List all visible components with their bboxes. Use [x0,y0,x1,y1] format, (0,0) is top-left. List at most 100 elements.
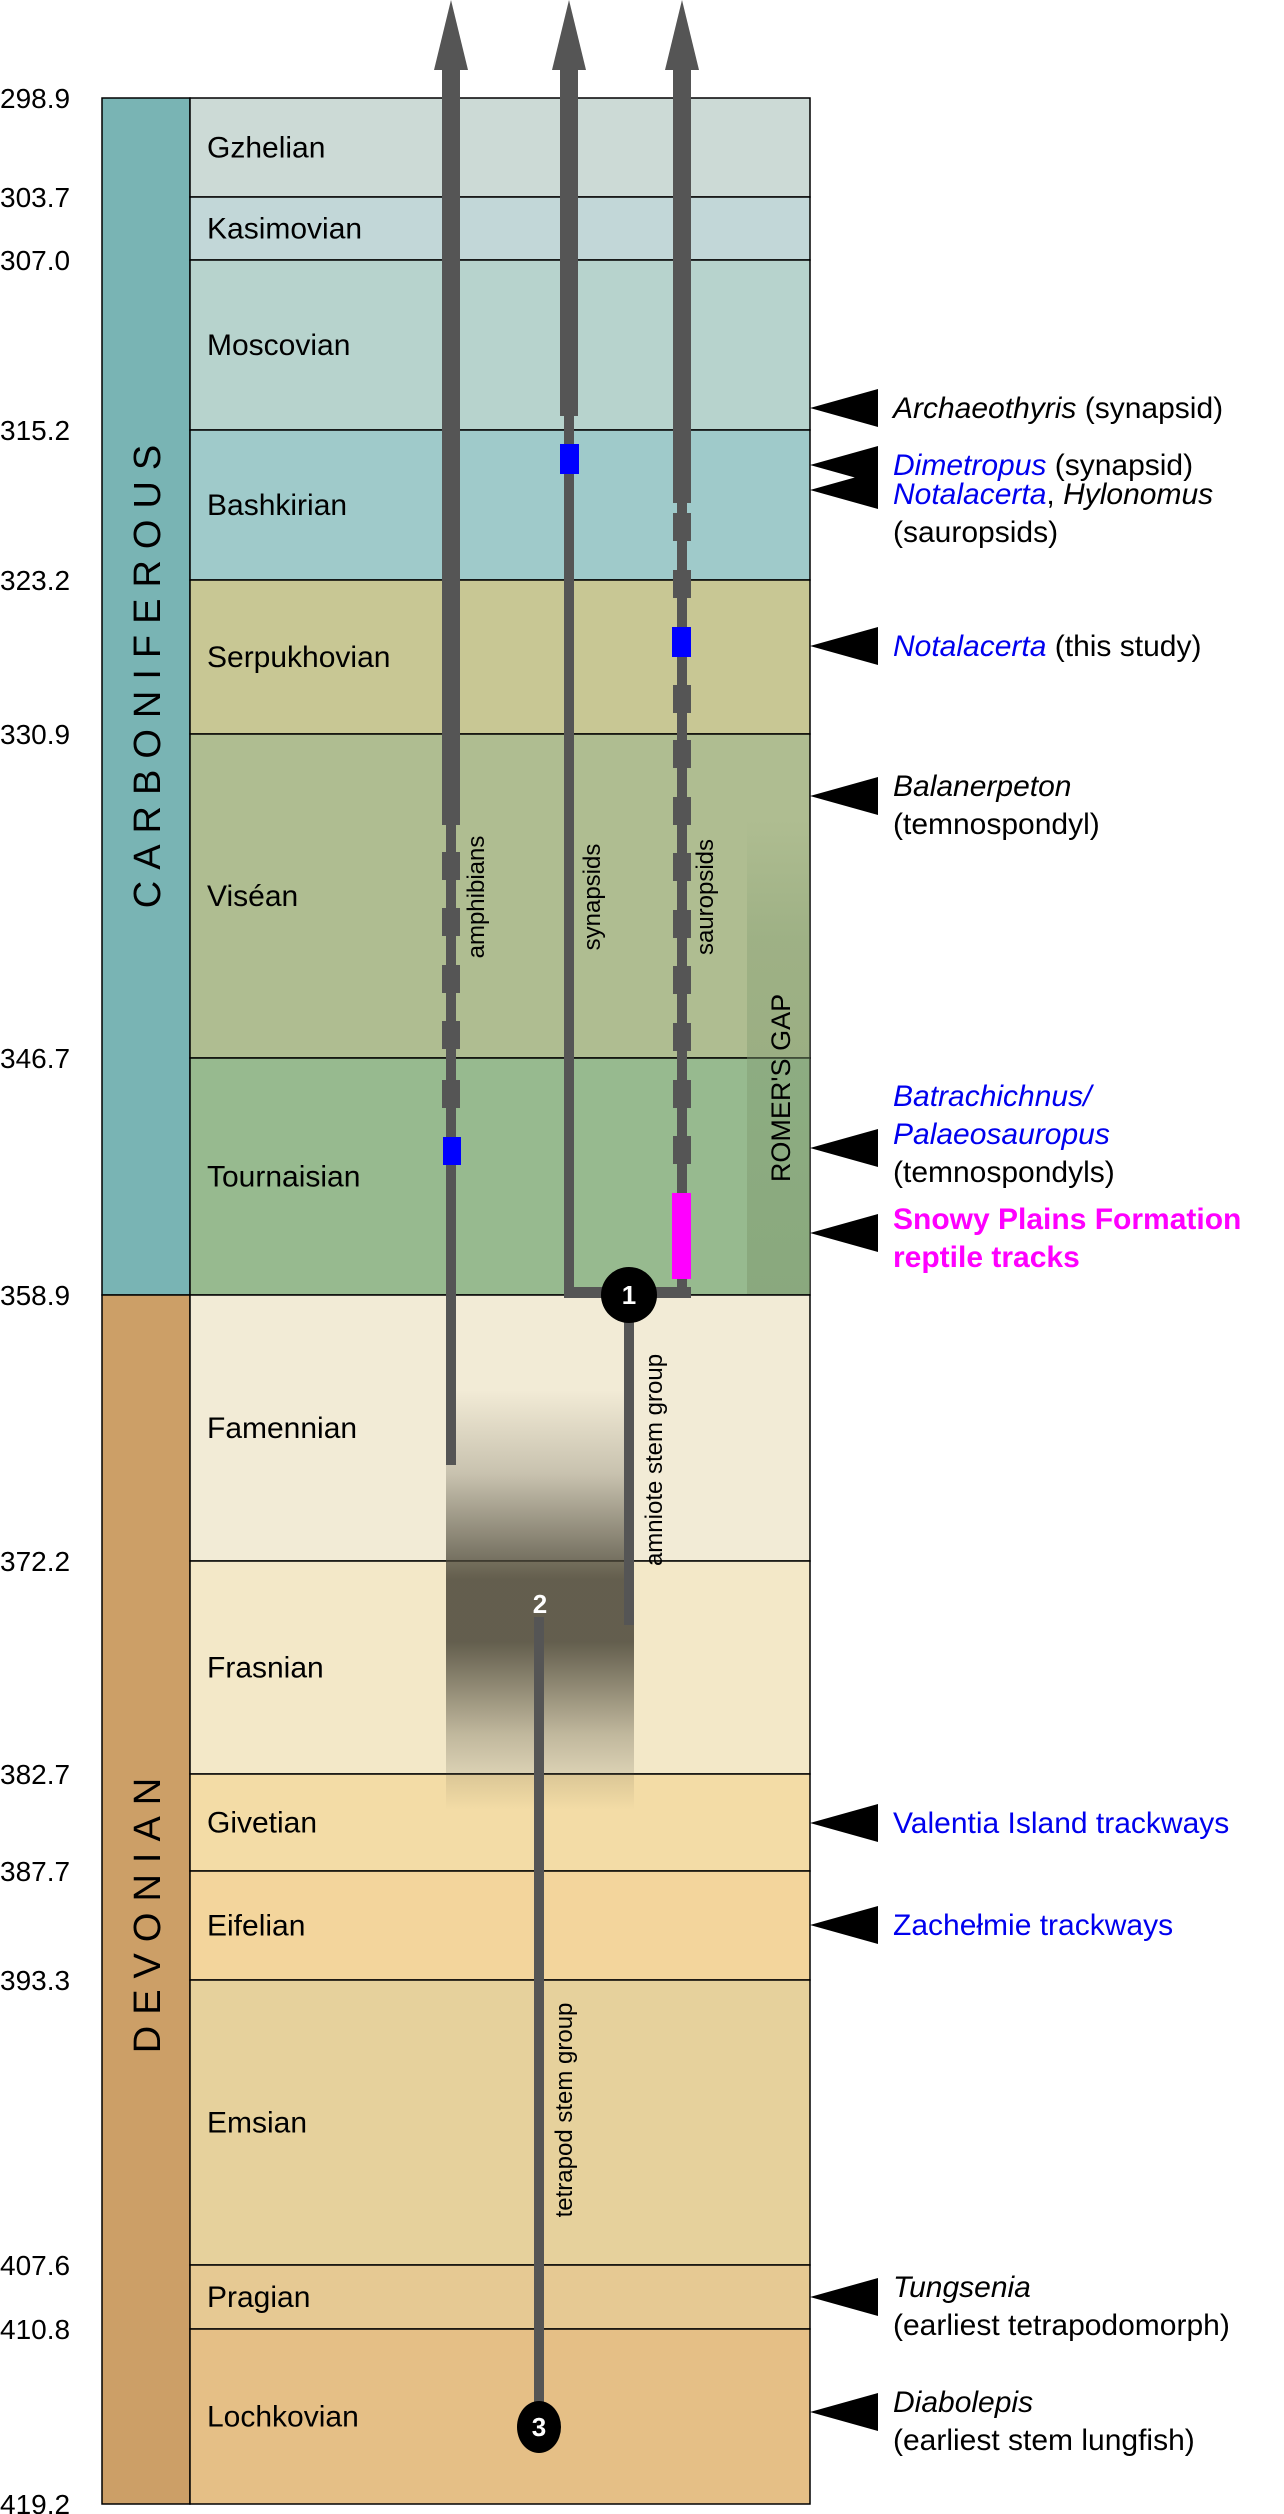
stage-label: Viséan [207,880,298,913]
fossil-annotation: Tungsenia (earliest tetrapodomorph) [810,2271,1230,2342]
annotation-line: Valentia Island trackways [893,1807,1229,1840]
age-tick-label: 315.2 [0,415,70,446]
annotation-line: Dimetropus (synapsid) [893,449,1193,482]
age-tick-label: 346.7 [0,1043,70,1074]
stage-label: Emsian [207,2107,307,2140]
age-tick-label: 303.7 [0,182,70,213]
age-tick-label: 410.8 [0,2314,70,2345]
fossil-annotation: Balanerpeton (temnospondyl) [810,770,1100,841]
age-tick-label: 358.9 [0,1280,70,1311]
annotation-line: Balanerpeton [893,770,1071,803]
annotation-line: Notalacerta (this study) [893,630,1201,663]
stage-label: Lochkovian [207,2401,359,2434]
fossil-annotation: Batrachichnus/Palaeosauropus(temnospondy… [810,1080,1115,1189]
amphibian-record-marker [443,1137,461,1165]
stage-label: Pragian [207,2281,310,2314]
pointer-arrow-icon [810,1804,878,1842]
pointer-arrow-icon [810,1906,878,1944]
age-tick-label: 372.2 [0,1546,70,1577]
pointer-arrow-icon [810,2278,878,2316]
stage-label: Famennian [207,1412,357,1445]
stage-label: Eifelian [207,1910,305,1943]
pointer-arrow-icon [810,446,878,484]
age-tick-label: 387.7 [0,1856,70,1887]
romers-gap-label: ROMER'S GAP [766,994,796,1182]
annotation-line: Diabolepis [893,2386,1033,2419]
annotation-line: Archaeothyris (synapsid) [891,392,1223,425]
stage-bashkirian [189,429,811,581]
age-tick-label: 407.6 [0,2250,70,2281]
fossil-record-annotations: Archaeothyris (synapsid) Dimetropus (syna… [810,389,1241,2457]
lineage-label-tetrapod-stem: tetrapod stem group [551,2003,578,2218]
lineage-label-amphibians: amphibians [463,836,490,959]
stage-serpukhovian [189,579,811,735]
stage-label: Serpukhovian [207,641,390,674]
pointer-arrow-icon [810,389,878,427]
fossil-annotation: Diabolepis (earliest stem lungfish) [810,2386,1195,2457]
fossil-annotation: Archaeothyris (synapsid) [810,389,1223,427]
stage-lochkovian [189,2328,811,2505]
fossil-annotation: Dimetropus (synapsid) [810,446,1193,484]
node-1: 1 [601,1267,657,1323]
svg-text:2: 2 [533,1589,547,1619]
pointer-arrow-icon [810,471,878,509]
annotation-line: (earliest stem lungfish) [893,2424,1195,2457]
pointer-arrow-icon [810,627,878,665]
pointer-arrow-icon [810,1129,878,1167]
annotation-line: Notalacerta, Hylonomus [893,478,1213,511]
fossil-annotation: Zachełmie trackways [810,1906,1173,1944]
stage-column: GzhelianKasimovianMoscovianBashkirianSer… [189,97,811,2505]
annotation-line: (sauropsids) [893,516,1058,549]
pointer-arrow-icon [810,1214,878,1252]
pointer-arrow-icon [810,777,878,815]
stage-eifelian [189,1870,811,1981]
lineage-label-synapsids: synapsids [579,844,606,951]
annotation-line: Tungsenia [893,2271,1031,2304]
stage-kasimovian [189,196,811,261]
sauropsids-arrowhead-icon [665,0,699,70]
sauropsid-record-marker [672,627,691,657]
lineage-label-sauropsids: sauropsids [692,839,719,955]
stage-label: Tournaisian [207,1161,360,1194]
pointer-arrow-icon [810,2393,878,2431]
svg-text:1: 1 [622,1280,636,1310]
fossil-annotation: Notalacerta, Hylonomus (sauropsids) [810,471,1213,549]
annotation-line: reptile tracks [893,1241,1080,1274]
stage-label: Bashkirian [207,489,347,522]
annotation-line: (temnospondyls) [893,1156,1115,1189]
amphibians-arrowhead-icon [434,0,468,70]
romers-gap-band [747,820,810,1294]
stage-label: Kasimovian [207,213,362,246]
fossil-annotation: Valentia Island trackways [810,1804,1229,1842]
stage-gzhelian [189,97,811,198]
annotation-line: Snowy Plains Formation [893,1203,1241,1236]
age-tick-label: 330.9 [0,719,70,750]
stage-moscovian [189,259,811,431]
age-tick-label: 298.9 [0,83,70,114]
period-carboniferous [101,97,191,1296]
stage-emsian [189,1979,811,2266]
synapsid-record-marker [560,444,579,474]
period-label: CARBONIFEROUS [127,434,169,908]
node-3: 3 [517,2401,561,2453]
stage-label: Moscovian [207,329,350,362]
synapsids-arrowhead-icon [552,0,586,70]
stage-label: Frasnian [207,1652,324,1685]
age-tick-label: 382.7 [0,1759,70,1790]
lineage-label-amniote-stem: amniote stem group [641,1354,668,1566]
svg-text:3: 3 [532,2412,546,2442]
annotation-line: Palaeosauropus [893,1118,1110,1151]
stage-label: Givetian [207,1807,317,1840]
fossil-annotation: Notalacerta (this study) [810,627,1201,665]
stage-label: Gzhelian [207,132,325,165]
age-tick-label: 419.2 [0,2489,70,2514]
annotation-line: Zachełmie trackways [893,1909,1173,1942]
period-label: DEVONIAN [127,1767,169,2053]
annotation-line: (earliest tetrapodomorph) [893,2309,1230,2342]
stage-viséan [189,733,811,1059]
period-column: CARBONIFEROUS DEVONIAN [101,97,191,2505]
age-axis: 298.9303.7307.0315.2323.2330.9346.7358.9… [0,83,70,2514]
annotation-line: (temnospondyl) [893,808,1100,841]
snowy-plains-track-marker [672,1193,691,1279]
